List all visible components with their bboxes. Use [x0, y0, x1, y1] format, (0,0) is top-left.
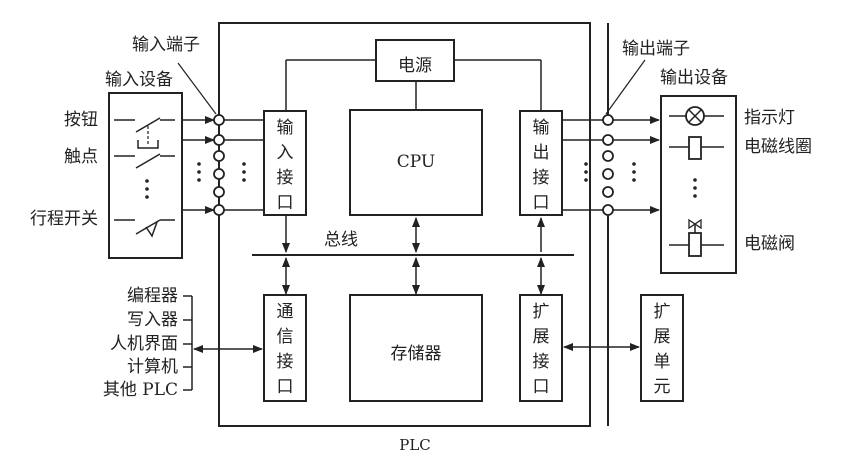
input-terminal — [213, 204, 225, 216]
output-label-indicator: 指示灯 — [744, 108, 795, 128]
power-label: 电源 — [398, 56, 432, 76]
input-label-limit-switch: 行程开关 — [30, 209, 98, 229]
output-interface-box — [519, 110, 563, 216]
output-terminal — [602, 168, 614, 180]
comm-device-hmi: 人机界面 — [110, 334, 178, 354]
output-terminal — [602, 186, 614, 198]
comm-device-other-plc: 其他 PLC — [102, 380, 178, 400]
input-terminal — [213, 134, 225, 146]
input-device-label: 输入设备 — [105, 70, 173, 90]
cpu-label: CPU — [396, 152, 436, 172]
output-device-box — [660, 95, 737, 274]
comm-interface-box — [263, 294, 307, 402]
input-label-contact: 触点 — [64, 147, 98, 167]
output-terminal — [602, 204, 614, 216]
comm-device-writer: 写入器 — [127, 310, 178, 330]
input-terminal — [213, 150, 225, 162]
output-device-label: 输出设备 — [660, 68, 728, 88]
memory-box — [349, 294, 483, 402]
bus-label: 总线 — [324, 230, 358, 250]
plc-label: PLC — [399, 436, 431, 454]
input-label-button: 按钮 — [64, 110, 98, 130]
comm-device-programmer: 编程器 — [127, 286, 178, 306]
memory-label: 存储器 — [390, 344, 442, 364]
output-terminal — [602, 134, 614, 146]
expansion-interface-box — [519, 294, 563, 402]
output-terminal — [602, 150, 614, 162]
input-terminal-label: 输入端子 — [132, 35, 200, 55]
comm-device-computer: 计算机 — [127, 357, 178, 377]
input-terminal — [213, 186, 225, 198]
expansion-unit-box — [640, 294, 684, 402]
input-terminal — [213, 168, 225, 180]
output-terminal-label: 输出端子 — [622, 39, 690, 59]
output-label-valve: 电磁阀 — [744, 234, 795, 254]
output-terminal — [602, 114, 614, 126]
input-device-box — [108, 92, 183, 259]
input-interface-box — [263, 110, 307, 216]
cpu-box — [349, 109, 483, 216]
input-terminal — [213, 114, 225, 126]
output-label-coil: 电磁线圈 — [744, 137, 812, 157]
